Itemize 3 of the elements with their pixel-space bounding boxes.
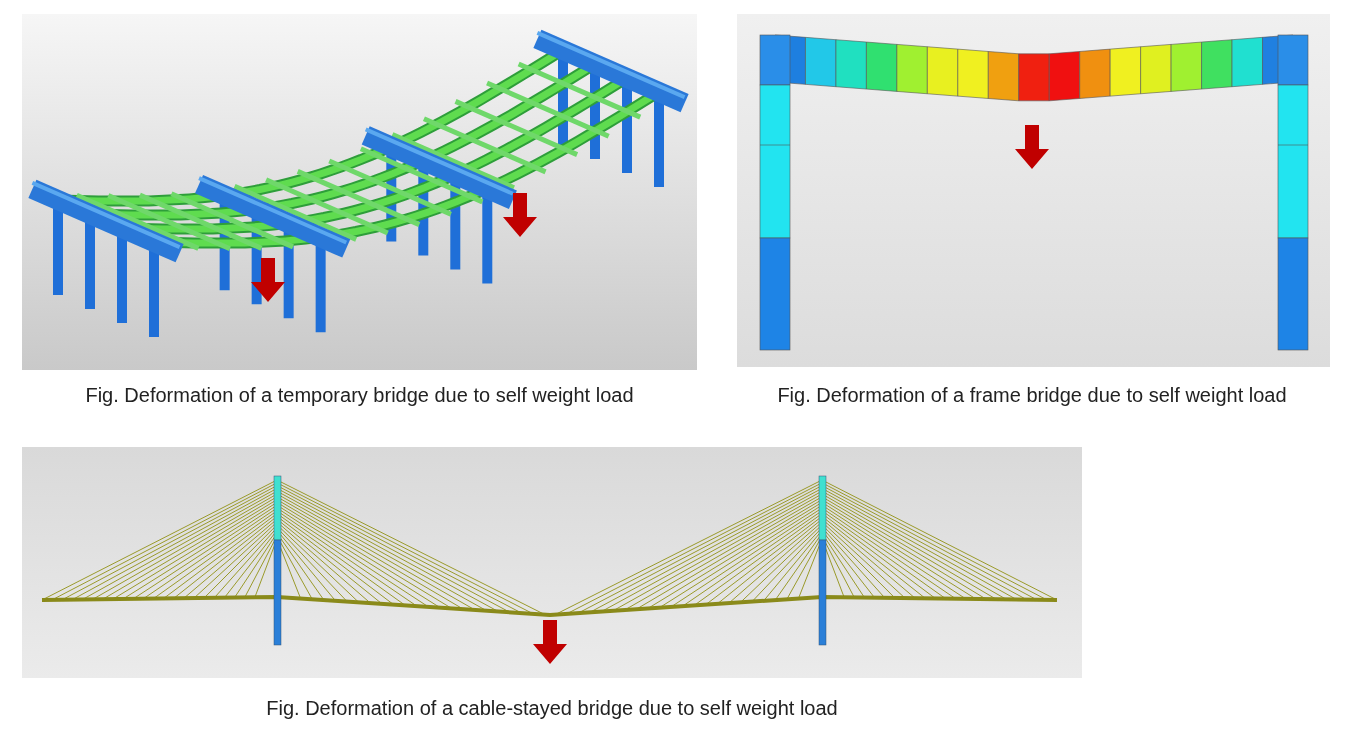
figure-caption: Fig. Deformation of a temporary bridge due to self weight load — [84, 384, 635, 407]
figure-caption: Fig. Deformation of a frame bridge due to self weight load — [776, 384, 1288, 407]
figure-caption: Fig. Deformation of a cable-stayed bridge due to self weight load — [265, 697, 839, 720]
